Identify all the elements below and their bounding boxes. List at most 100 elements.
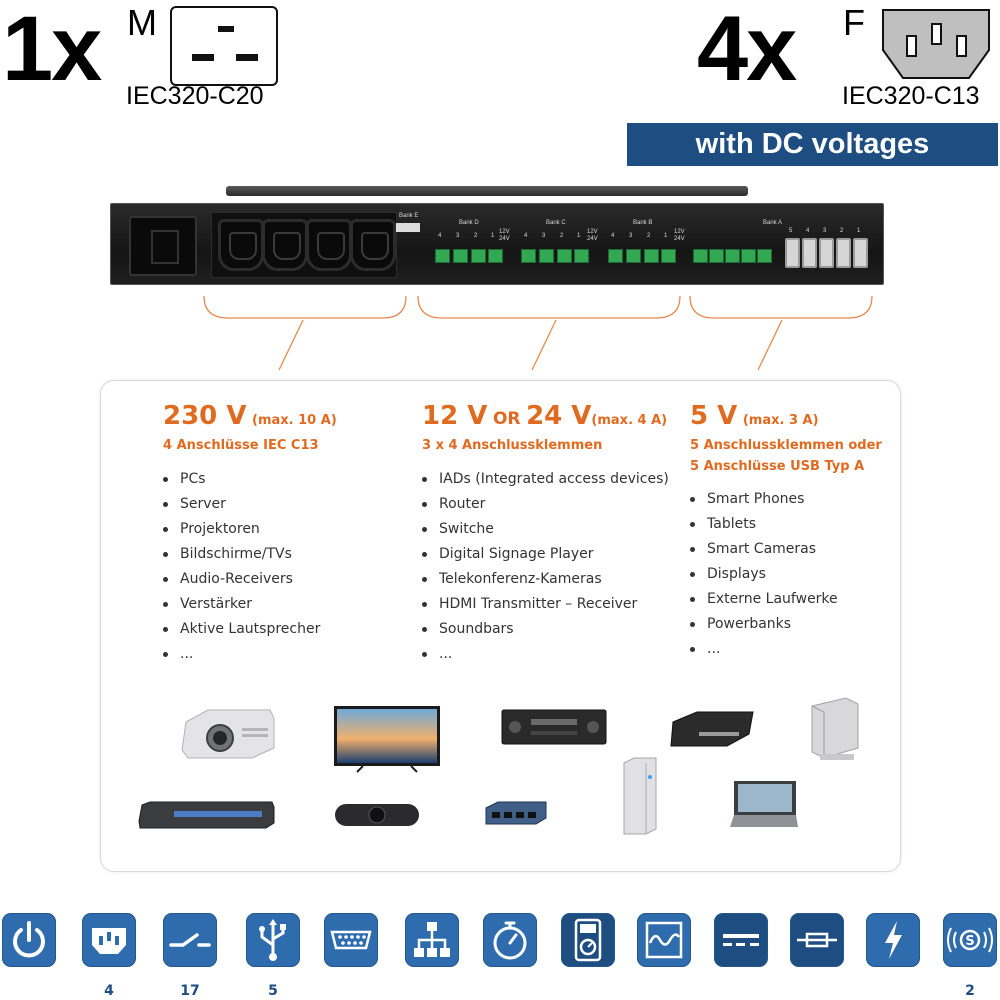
output-quantity: 4x: [697, 0, 797, 100]
dc-voltages-banner: with DC voltages: [627, 123, 998, 166]
port-number: 2: [647, 233, 651, 239]
tablet-image: [730, 775, 802, 829]
list-item: Telekonferenz-Kameras: [422, 567, 669, 592]
bank-a-label: Bank A: [763, 220, 783, 226]
port-number: 1: [664, 233, 668, 239]
list-item: Digital Signage Player: [422, 542, 669, 567]
list-item: Projektoren: [163, 517, 320, 542]
list-item: IADs (Integrated access devices): [422, 467, 669, 492]
list-item: ...: [422, 642, 669, 667]
input-quantity: 1x: [2, 0, 102, 100]
list-item: Audio-Receivers: [163, 567, 320, 592]
input-plug-type: IEC320-C20: [126, 82, 264, 110]
switch-count: 17: [180, 983, 200, 999]
col-5v-list: Smart Phones Tablets Smart Cameras Displ…: [690, 487, 838, 662]
usb-port-number: 4: [806, 228, 810, 234]
sensor-icon: S: [943, 913, 997, 967]
output-plug-type: IEC320-C13: [842, 82, 980, 110]
col-12-24v-list: IADs (Integrated access devices) Router …: [422, 467, 669, 667]
tv-image: [333, 705, 441, 773]
ethernet-switch-image: [484, 800, 548, 826]
svg-text:S: S: [965, 934, 974, 949]
iec-socket-count: 4: [104, 983, 114, 999]
port-number: 1: [491, 233, 495, 239]
c13-socket-group: [211, 212, 397, 278]
list-item: HDMI Transmitter – Receiver: [422, 592, 669, 617]
serial-port-icon: [324, 913, 378, 967]
bank-d-voltage-12v: 12V: [499, 229, 510, 235]
bank-b-voltage-12v: 12V: [674, 229, 685, 235]
list-item: Bildschirme/TVs: [163, 542, 320, 567]
bank-c-label: Bank C: [546, 220, 566, 226]
bank-d-label: Bank D: [459, 220, 479, 226]
device-top-cover: [226, 186, 748, 196]
input-gender-label: M: [127, 2, 157, 43]
list-item: ...: [690, 637, 838, 662]
output-gender-label: F: [843, 2, 865, 43]
fuse-icon: [790, 913, 844, 967]
c13-socket-icon: [877, 6, 995, 82]
list-item: Router: [422, 492, 669, 517]
list-item: Soundbars: [422, 617, 669, 642]
meter-icon: [561, 913, 615, 967]
col-12-24v-title: 12 V OR 24 V(max. 4 A): [422, 401, 668, 431]
list-item: Displays: [690, 562, 838, 587]
port-number: 4: [438, 233, 442, 239]
list-item: Server: [163, 492, 320, 517]
bank-b-voltage-24v: 24V: [674, 236, 685, 242]
list-item: PCs: [163, 467, 320, 492]
usb-port-number: 2: [840, 228, 844, 234]
list-item: ...: [163, 642, 320, 667]
port-number: 1: [577, 233, 581, 239]
bracket-connectors: [203, 295, 873, 371]
network-icon: [405, 913, 459, 967]
list-item: Externe Laufwerke: [690, 587, 838, 612]
list-item: Switche: [422, 517, 669, 542]
bank-c-voltage-24v: 24V: [587, 236, 598, 242]
col-5v-subtitle-2: 5 Anschlüsse USB Typ A: [690, 459, 865, 474]
port-number: 3: [542, 233, 546, 239]
media-player-image: [669, 710, 757, 748]
list-item: Verstärker: [163, 592, 320, 617]
col-230v-title: 230 V (max. 10 A): [163, 401, 337, 431]
bank-b-label: Bank B: [633, 220, 653, 226]
dc-icon: [714, 913, 768, 967]
usb-port-number: 3: [823, 228, 827, 234]
port-number: 2: [560, 233, 564, 239]
conference-camera-image: [333, 798, 421, 832]
port-number: 2: [474, 233, 478, 239]
usb-port-number: 5: [789, 228, 793, 234]
usb-count: 5: [268, 983, 278, 999]
col-230v-subtitle: 4 Anschlüsse IEC C13: [163, 438, 319, 453]
port-number: 3: [456, 233, 460, 239]
pdu-device-front-panel: Bank E Bank D Bank C Bank B Bank A 12V 2…: [110, 203, 884, 285]
bank-d-voltage-24v: 24V: [499, 236, 510, 242]
col-12-24v-subtitle: 3 x 4 Anschlussklemmen: [422, 438, 603, 453]
usb-port-number: 1: [857, 228, 861, 234]
timer-icon: [483, 913, 537, 967]
bank-e-label: Bank E: [399, 213, 419, 219]
port-number: 4: [611, 233, 615, 239]
audio-amplifier-image: [501, 709, 607, 745]
network-switch-image: [138, 801, 276, 829]
list-item: Powerbanks: [690, 612, 838, 637]
port-number: 4: [524, 233, 528, 239]
sensor-count: 2: [965, 983, 975, 999]
list-item: Smart Phones: [690, 487, 838, 512]
waveform-icon: [637, 913, 691, 967]
list-item: Tablets: [690, 512, 838, 537]
power-icon: [2, 913, 56, 967]
port-number: 3: [629, 233, 633, 239]
list-item: Smart Cameras: [690, 537, 838, 562]
c20-inlet-socket: [129, 216, 197, 276]
col-230v-list: PCs Server Projektoren Bildschirme/TVs A…: [163, 467, 320, 667]
surge-icon: [866, 913, 920, 967]
projector-image: [178, 704, 276, 760]
external-drive-image: [806, 696, 862, 764]
switch-icon: [163, 913, 217, 967]
iec-socket-icon: [82, 913, 136, 967]
list-item: Aktive Lautsprecher: [163, 617, 320, 642]
col-5v-subtitle-1: 5 Anschlussklemmen oder: [690, 438, 882, 453]
nas-device-image: [622, 757, 658, 835]
col-5v-title: 5 V (max. 3 A): [690, 401, 819, 431]
